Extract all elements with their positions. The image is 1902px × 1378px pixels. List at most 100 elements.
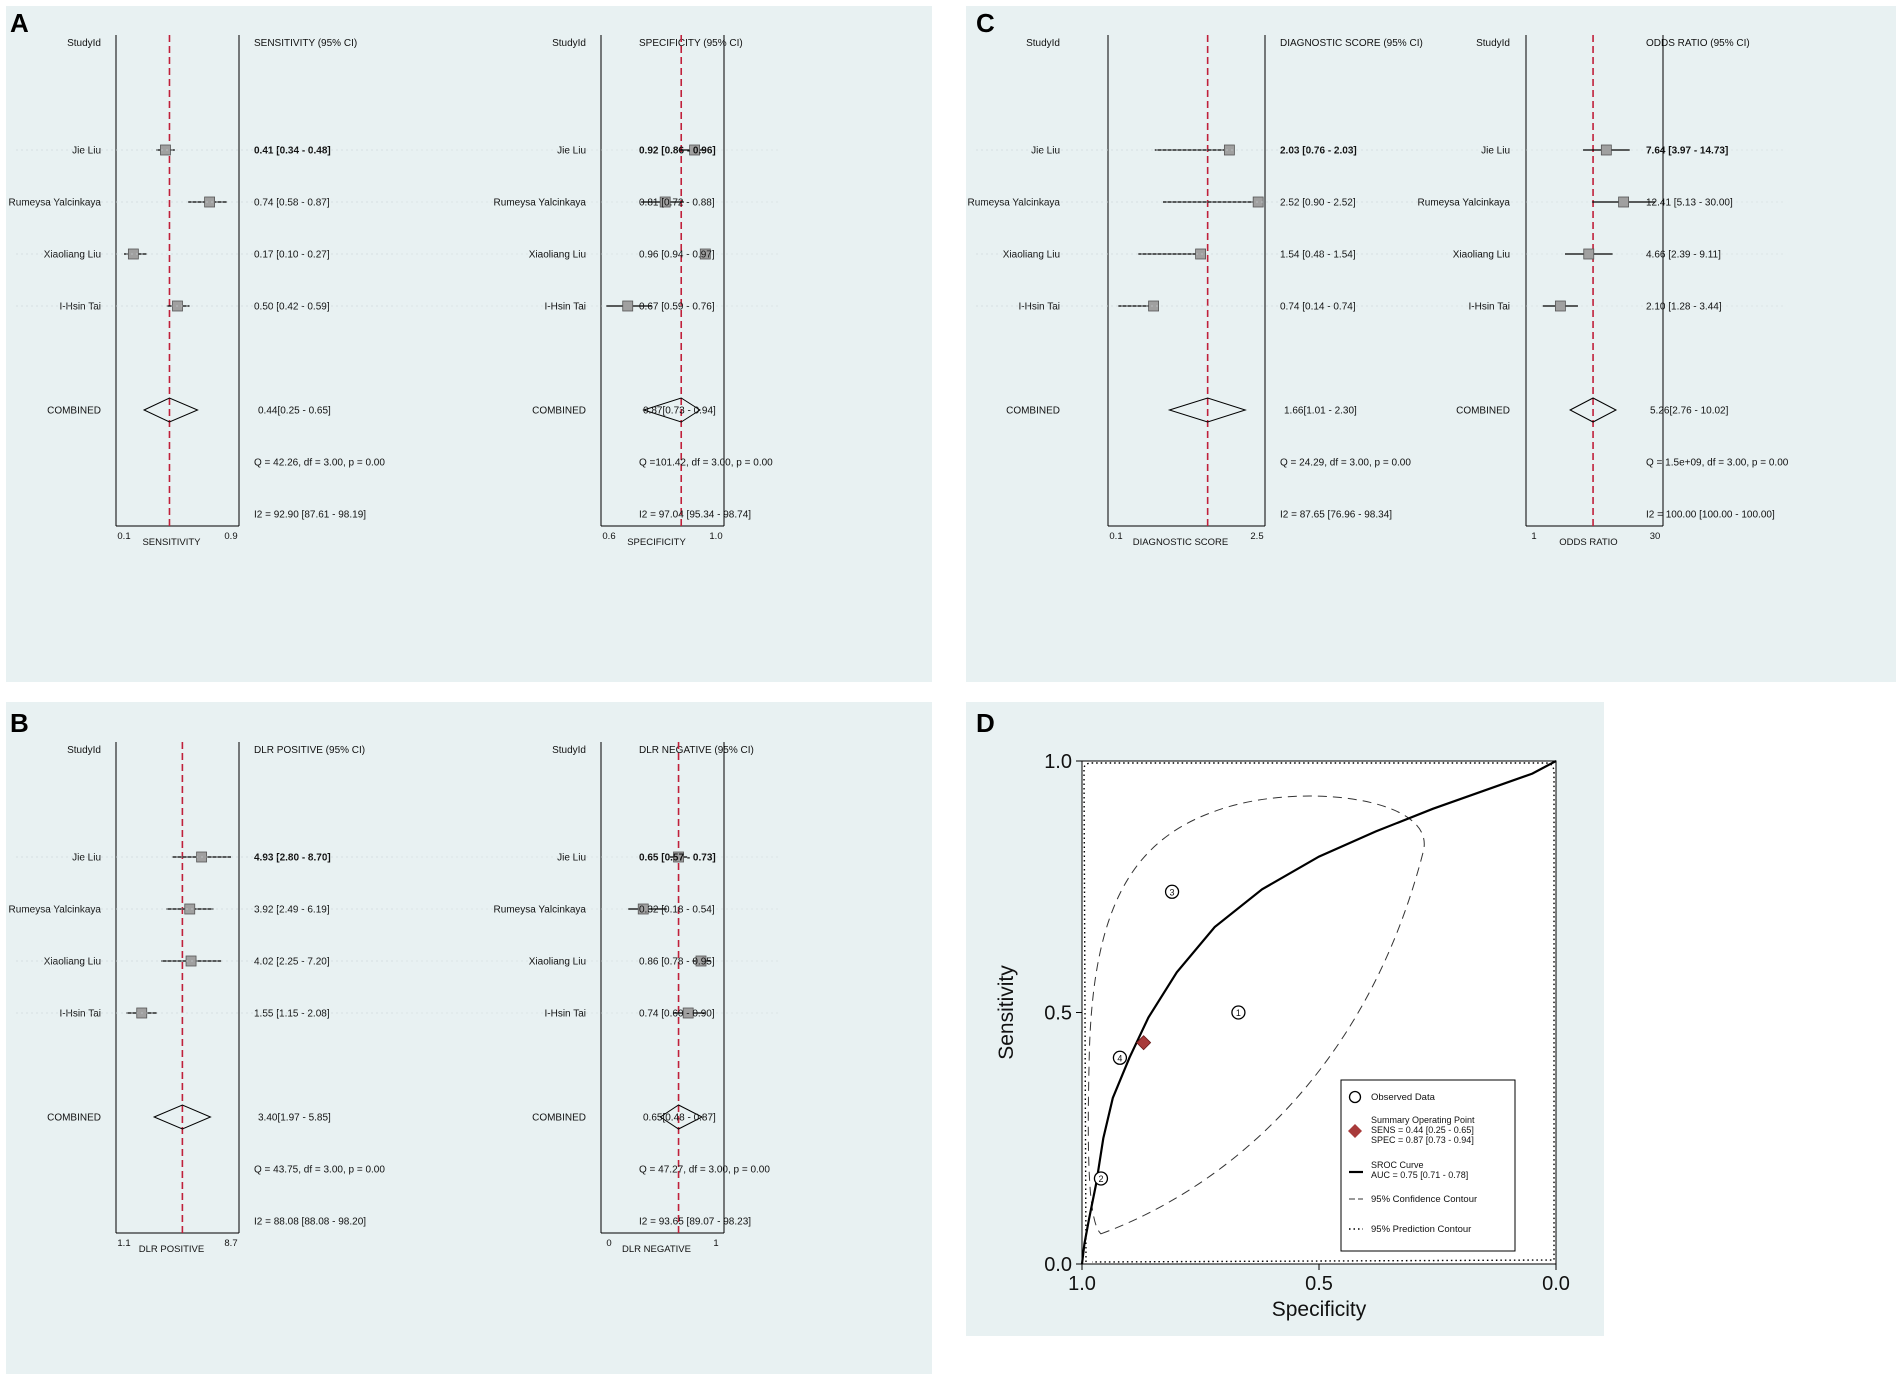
estimate-header: DLR POSITIVE (95% CI) <box>254 745 365 756</box>
study-name: Rumeysa Yalcinkaya <box>9 905 102 916</box>
x-tick-label-max: 0.9 <box>224 531 237 542</box>
x-tick-label-max: 2.5 <box>1250 531 1263 542</box>
study-estimate-text: 0.67 [0.59 - 0.76] <box>639 302 715 313</box>
x-axis-label: DLR NEGATIVE <box>622 1244 691 1255</box>
study-name: Xiaoliang Liu <box>1453 250 1510 261</box>
study-estimate-marker <box>622 300 634 312</box>
y-tick-label: 0.5 <box>1044 1003 1072 1025</box>
combined-diamond <box>659 1104 704 1130</box>
study-estimate-text: 2.10 [1.28 - 3.44] <box>1646 302 1722 313</box>
study-name: Jie Liu <box>1481 146 1510 157</box>
combined-label: COMBINED <box>532 1113 586 1124</box>
combined-estimate-text: 0.65[0.48 - 0.87] <box>643 1113 716 1124</box>
x-tick-label-max: 1 <box>713 1238 718 1249</box>
x-axis-label: DIAGNOSTIC SCORE <box>1133 537 1229 548</box>
heterogeneity-q-text: Q =101.42, df = 3.00, p = 0.00 <box>639 458 773 469</box>
heterogeneity-q-text: Q = 1.5e+09, df = 3.00, p = 0.00 <box>1646 458 1789 469</box>
x-tick-label-max: 30 <box>1650 531 1661 542</box>
legend-summary-sens: SENS = 0.44 [0.25 - 0.65] <box>1371 1125 1474 1135</box>
heterogeneity-q-text: Q = 43.75, df = 3.00, p = 0.00 <box>254 1165 385 1176</box>
x-tick-label-max: 1.0 <box>709 531 722 542</box>
x-axis-label: DLR POSITIVE <box>139 1244 204 1255</box>
x-tick-label-min: 1.1 <box>117 1238 130 1249</box>
study-name: I-Hsin Tai <box>1469 302 1511 313</box>
heterogeneity-i2-text: I2 = 97.04 [95.34 - 98.74] <box>639 510 751 521</box>
study-estimate-text: 2.52 [0.90 - 2.52] <box>1280 198 1356 209</box>
study-estimate-text: 0.74 [0.14 - 0.74] <box>1280 302 1356 313</box>
study-name: Rumeysa Yalcinkaya <box>1418 198 1511 209</box>
col-header: StudyId <box>552 745 586 756</box>
study-estimate-text: 2.03 [0.76 - 2.03] <box>1280 146 1357 157</box>
legend-sroc-auc: AUC = 0.75 [0.71 - 0.78] <box>1371 1170 1468 1180</box>
study-estimate-marker <box>1195 248 1207 260</box>
col-header: StudyId <box>67 38 101 49</box>
x-tick-label-min: 0.1 <box>117 531 130 542</box>
x-tick-label-min: 0.1 <box>1109 531 1122 542</box>
study-estimate-text: 4.93 [2.80 - 8.70] <box>254 853 331 864</box>
prediction-contour <box>1083 762 1555 1263</box>
observed-point-label: 4 <box>1117 1053 1122 1063</box>
study-estimate-text: 0.92 [0.86 - 0.96] <box>639 146 716 157</box>
heterogeneity-i2-text: I2 = 92.90 [87.61 - 98.19] <box>254 510 366 521</box>
x-tick-label-min: 1 <box>1531 531 1536 542</box>
legend-observed-symbol <box>1348 1090 1362 1104</box>
combined-diamond <box>642 397 701 423</box>
study-estimate-text: 0.50 [0.42 - 0.59] <box>254 302 330 313</box>
study-estimate-marker <box>682 1007 694 1019</box>
study-name: Xiaoliang Liu <box>44 957 101 968</box>
study-estimate-marker <box>1554 300 1566 312</box>
legend-confidence-label: 95% Confidence Contour <box>1371 1194 1477 1205</box>
heterogeneity-i2-text: I2 = 100.00 [100.00 - 100.00] <box>1646 510 1775 521</box>
study-estimate-marker <box>1252 196 1264 208</box>
study-estimate-marker <box>695 955 707 967</box>
study-name: I-Hsin Tai <box>60 302 102 313</box>
heterogeneity-i2-text: I2 = 87.65 [76.96 - 98.34] <box>1280 510 1392 521</box>
estimate-header: SPECIFICITY (95% CI) <box>639 38 743 49</box>
study-name: Jie Liu <box>72 146 101 157</box>
study-estimate-marker <box>1583 248 1595 260</box>
col-header: StudyId <box>552 38 586 49</box>
observed-data-point <box>1112 1050 1128 1065</box>
heterogeneity-q-text: Q = 24.29, df = 3.00, p = 0.00 <box>1280 458 1411 469</box>
x-tick-label: 0.5 <box>1305 1273 1333 1295</box>
study-estimate-text: 1.55 [1.15 - 2.08] <box>254 1009 330 1020</box>
col-header: StudyId <box>1026 38 1060 49</box>
combined-estimate-text: 0.87[0.73 - 0.94] <box>643 406 716 417</box>
study-estimate-text: 0.96 [0.94 - 0.97] <box>639 250 715 261</box>
x-tick-label-min: 0 <box>606 1238 611 1249</box>
x-tick-label-min: 0.6 <box>602 531 615 542</box>
x-tick-label-max: 8.7 <box>224 1238 237 1249</box>
study-estimate-text: 4.02 [2.25 - 7.20] <box>254 957 330 968</box>
study-name: I-Hsin Tai <box>60 1009 102 1020</box>
study-estimate-marker <box>673 851 684 863</box>
combined-estimate-text: 3.40[1.97 - 5.85] <box>258 1113 331 1124</box>
combined-diamond <box>152 1104 212 1130</box>
combined-label: COMBINED <box>532 406 586 417</box>
study-name: Rumeysa Yalcinkaya <box>968 198 1061 209</box>
study-name: Xiaoliang Liu <box>44 250 101 261</box>
combined-diamond <box>1167 397 1247 423</box>
observed-data-point <box>1164 884 1180 899</box>
summary-operating-point <box>1136 1035 1152 1051</box>
study-estimate-text: 0.86 [0.78 - 0.95] <box>639 957 715 968</box>
study-estimate-text: 0.74 [0.60 - 0.90] <box>639 1009 715 1020</box>
combined-estimate-text: 0.44[0.25 - 0.65] <box>258 406 331 417</box>
panel-d-label: D <box>976 708 995 738</box>
study-estimate-marker <box>1618 196 1629 208</box>
panel-a-label: A <box>10 8 29 38</box>
study-estimate-marker <box>637 903 649 915</box>
combined-diamond <box>142 397 199 423</box>
study-name: Rumeysa Yalcinkaya <box>9 198 102 209</box>
study-estimate-marker <box>1148 300 1160 312</box>
legend-summary-symbol <box>1348 1124 1362 1138</box>
combined-label: COMBINED <box>1006 406 1060 417</box>
panel-c-label: C <box>976 8 995 38</box>
study-name: Rumeysa Yalcinkaya <box>494 905 587 916</box>
study-name: Jie Liu <box>557 146 586 157</box>
study-estimate-text: 0.81 [0.72 - 0.88] <box>639 198 715 209</box>
